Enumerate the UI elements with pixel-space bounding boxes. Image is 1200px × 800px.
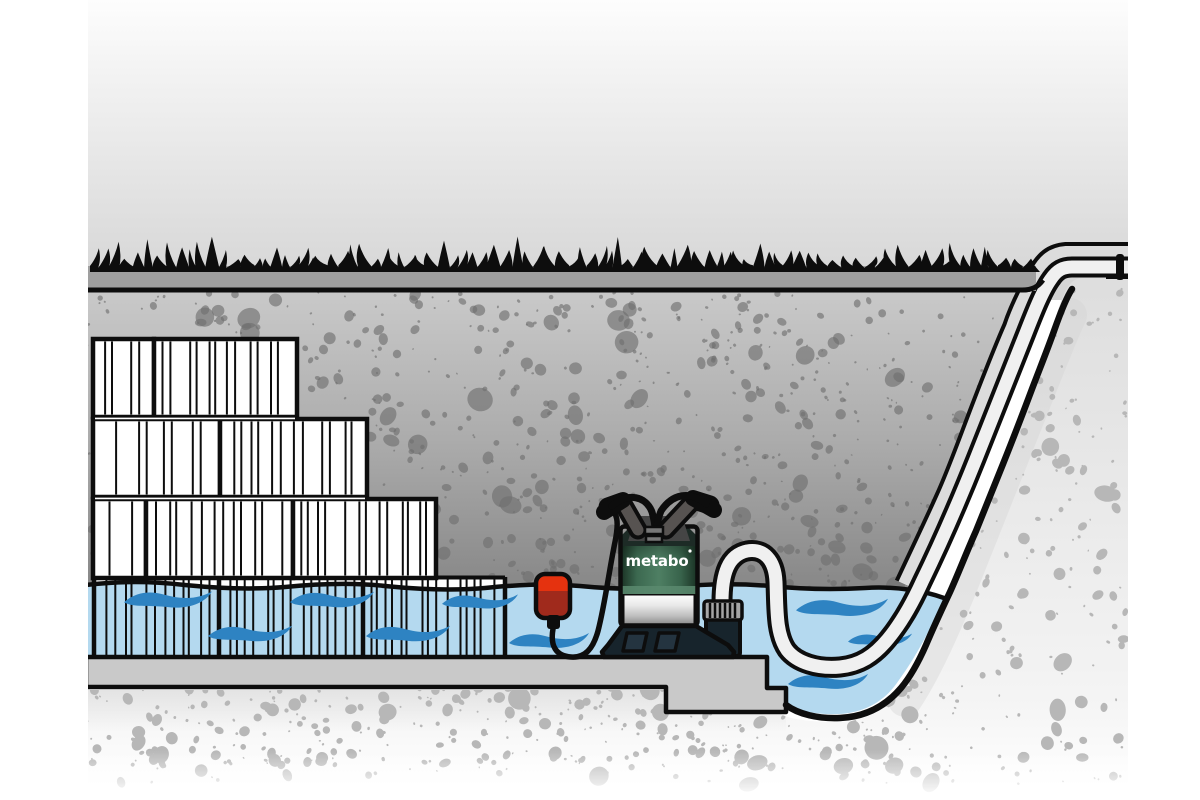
submersible-pump: metabo [549,490,744,660]
float-switch-cable [549,505,620,660]
pump-foot-left [621,631,649,653]
crate [143,496,296,581]
pump-handle [596,490,722,544]
hose-clamp-ribs [708,603,737,618]
crate [217,416,370,500]
float-switch-stem [547,615,560,629]
crate [90,416,223,500]
pit-floor-slab [88,654,789,715]
submerged-crates [91,577,508,656]
bottom-fade [88,750,1128,800]
discharge-hose [711,254,1128,678]
cable-gland [643,525,665,536]
pit-contour-outline [782,285,1076,722]
hose-end-cap [1116,254,1124,280]
crate [290,496,439,581]
crate [90,336,157,420]
float-switch [533,571,573,629]
crate [90,496,149,581]
pump-body-ring [622,586,696,594]
sky [88,0,1128,300]
pump-silver-band [621,592,697,628]
stacked-crates [90,336,439,581]
handle-cable-right [653,492,710,534]
pump-foot-right [653,631,681,653]
crate [151,336,300,420]
svg-text:metabo: metabo [626,552,689,570]
grass [88,236,1046,293]
water-surface-line [88,579,947,601]
brand-logo: metabo [626,549,692,570]
